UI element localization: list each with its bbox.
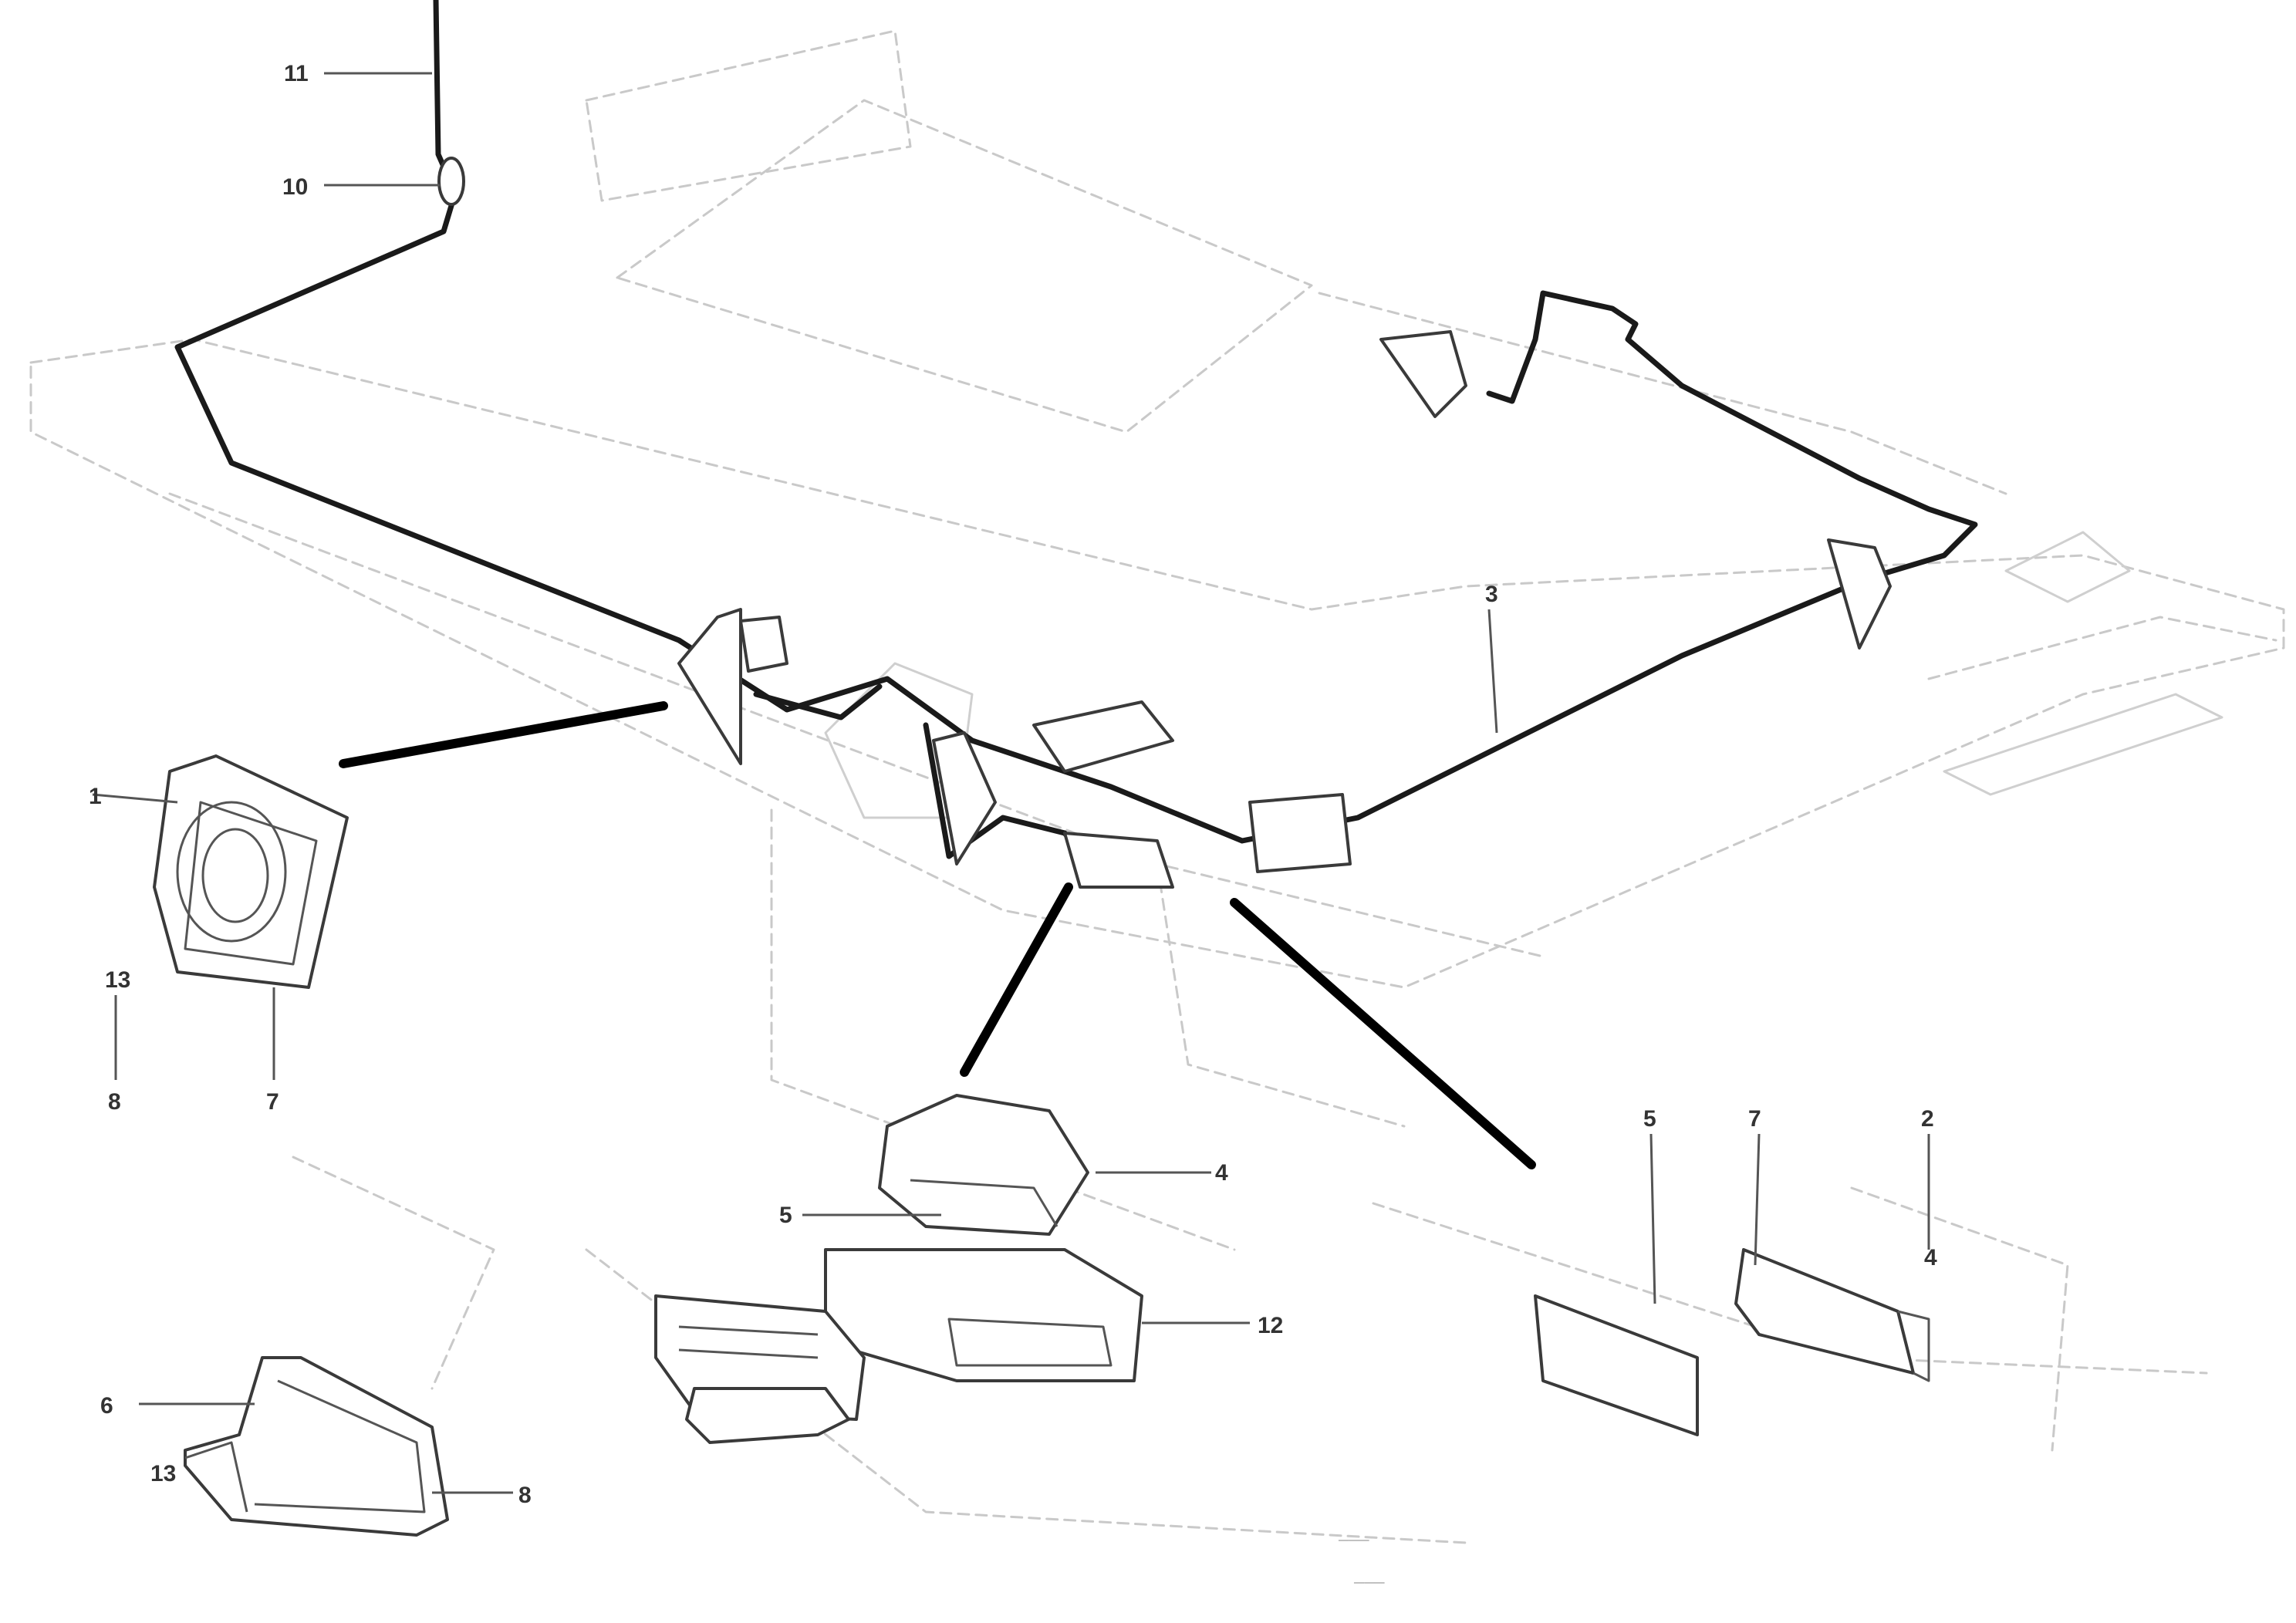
callout-labels: 11 10 3 1 13 8 7 4 5 12 6 13 8 5 7 2 4 (89, 61, 1937, 1508)
control-unit-plug-front (685, 1387, 850, 1444)
drawing-stamp-line-2: ___ (1353, 1567, 1385, 1587)
callout-3: 3 (1485, 582, 1498, 607)
label-plate-left (1534, 1294, 1699, 1436)
right-lamp-mount (1827, 538, 1892, 650)
callout-13: 13 (105, 967, 130, 993)
left-connector (739, 616, 788, 673)
center-connector-block (1063, 832, 1174, 889)
callout-4-label: 4 (1924, 1245, 1937, 1270)
harness-main-run (174, 0, 1978, 844)
harness-branch-loop (923, 722, 1068, 859)
control-unit-stack (654, 1094, 1143, 1444)
control-unit-body (824, 1248, 1143, 1382)
speaker-assembly (153, 754, 349, 989)
leader-lines (92, 72, 1930, 1494)
background-frame (29, 29, 2285, 1544)
callout-13-bracket: 13 (150, 1461, 176, 1486)
pointer-right-detail (1230, 898, 1536, 1169)
callout-2: 2 (1921, 1106, 1934, 1132)
callout-10: 10 (282, 174, 308, 200)
callout-5-label: 5 (1643, 1106, 1656, 1132)
label-plate-right (1734, 1248, 1915, 1375)
drawing-stamp-line-1: ___ (1338, 1525, 1369, 1544)
left-bracket (677, 608, 742, 765)
callout-11: 11 (284, 61, 309, 86)
callout-4: 4 (1215, 1160, 1228, 1186)
callout-7: 7 (266, 1089, 279, 1115)
mounting-bracket (184, 1356, 449, 1537)
right-junction (1248, 793, 1352, 873)
callout-1: 1 (89, 784, 102, 809)
callout-8: 8 (108, 1089, 121, 1115)
center-bracket (932, 731, 997, 865)
label-set (1534, 1248, 1930, 1436)
harness-branch-left (753, 683, 883, 720)
drawing-reference: ___ ___ (1338, 1525, 1385, 1587)
control-cover (878, 1094, 1089, 1236)
callout-5: 5 (779, 1203, 792, 1228)
top-right-lamp-mount (1379, 330, 1467, 418)
callout-6: 6 (100, 1393, 113, 1419)
callout-12: 12 (1258, 1313, 1283, 1338)
pointer-bottom-detail (960, 882, 1073, 1077)
pointer-left-detail (339, 701, 668, 768)
callout-7-label: 7 (1748, 1106, 1761, 1132)
callout-8-bracket: 8 (518, 1483, 532, 1508)
harness-fittings (437, 157, 1892, 889)
detail-pointers (339, 701, 1536, 1169)
top-clip (437, 157, 465, 206)
box-on-harness (1032, 700, 1174, 773)
